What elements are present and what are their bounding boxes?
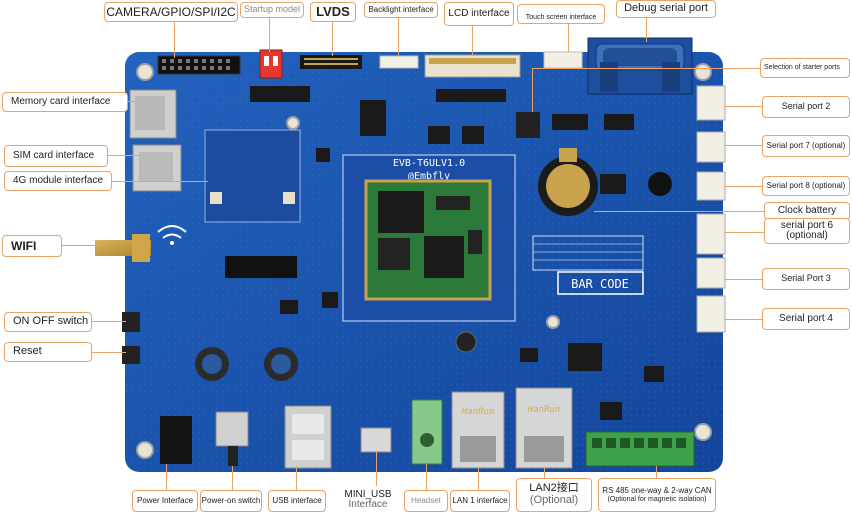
lan2-brand: HanRun	[527, 405, 561, 415]
label-debug-serial: Debug serial port	[616, 0, 716, 18]
label-on-off-switch: ON OFF switch	[4, 312, 92, 332]
label-lcd: LCD interface	[444, 2, 514, 26]
barcode-silk: BAR CODE	[571, 277, 629, 291]
label-serial-8: Serial port 8 (optional)	[762, 176, 850, 196]
buzzer	[648, 172, 672, 196]
serial-8-connector	[696, 171, 726, 201]
gpio-header	[157, 55, 241, 75]
label-lan2: LAN2接口 (Optional)	[516, 478, 592, 512]
serial-4-connector	[696, 295, 726, 333]
lan1-brand: HanRun	[461, 407, 495, 417]
mini-usb-connector	[360, 427, 392, 453]
power-switch-part	[215, 411, 249, 447]
mounting-holes	[136, 63, 712, 459]
label-rs485-line2: (Optional for magnetic isolation)	[607, 495, 707, 503]
serial-2-connector	[696, 85, 726, 121]
label-sim-card: SIM card interface	[4, 145, 108, 167]
serial-6-connector	[696, 213, 726, 255]
mpcie-slot	[225, 256, 297, 278]
serial-3-connector	[696, 257, 726, 289]
label-usb-interface: USB interface	[268, 490, 326, 512]
label-mini-usb-name: MINI_USB	[344, 488, 392, 500]
label-rs485: RS 485 one-way & 2-way CAN (Optional for…	[598, 478, 716, 512]
label-lan2-optional: (Optional)	[529, 494, 579, 506]
label-touch-screen: Touch screen interface	[517, 4, 605, 24]
backlight-connector	[379, 55, 419, 69]
label-wifi: WIFI	[2, 235, 62, 257]
reset-button-part	[122, 346, 140, 364]
label-reset: Reset	[4, 342, 92, 362]
serial-7-connector	[696, 131, 726, 163]
lvds-connector	[300, 55, 362, 69]
label-serial-6-optional: (optional)	[786, 230, 828, 241]
barcode-box	[557, 271, 644, 295]
label-rs485-line1: RS 485 one-way & 2-way CAN	[602, 486, 712, 496]
label-mini-usb-sub: Interface	[348, 499, 388, 510]
label-backlight: Backlight interface	[364, 2, 438, 18]
label-mini-usb: MINI_USB Interface	[336, 486, 400, 514]
startup-dip	[259, 49, 283, 79]
label-power-interface: Power Interface	[132, 490, 198, 512]
label-lan1: LAN 1 interface	[450, 490, 510, 512]
label-serial-6: serial port 6 (optional)	[764, 218, 850, 244]
label-serial-6-name: serial port 6	[780, 219, 834, 231]
touch-connector	[543, 51, 583, 69]
brand-silk: @Embfly	[408, 171, 450, 182]
headset-jack	[411, 399, 443, 465]
rs485-terminal	[585, 431, 695, 467]
wifi-silk-icon	[157, 225, 187, 239]
label-startup-mode: Startup model	[240, 2, 304, 18]
label-headset: Headset	[404, 490, 448, 512]
on-off-switch-part	[122, 312, 140, 332]
label-serial-4: Serial port 4	[762, 308, 850, 330]
capacitor	[455, 331, 477, 353]
label-4g-module: 4G module interface	[4, 171, 112, 191]
label-lan2-name: LAN2接口	[529, 482, 579, 495]
label-lvds: LVDS	[310, 2, 356, 22]
label-serial-2: Serial port 2	[762, 96, 850, 118]
label-serial-7: Serial port 7 (optional)	[762, 135, 850, 157]
label-camera: CAMERA/GPIO/SPI/I2C	[104, 2, 238, 22]
label-selection-starter: Selection of starter ports	[760, 58, 850, 78]
label-memory-card: Memory card interface	[2, 92, 128, 112]
label-power-on-switch: Power-on switch	[200, 490, 262, 512]
label-serial-3: Serial Port 3	[762, 268, 850, 290]
board-model-silk: EVB-T6ULV1.0	[393, 158, 465, 169]
power-jack	[160, 416, 192, 464]
